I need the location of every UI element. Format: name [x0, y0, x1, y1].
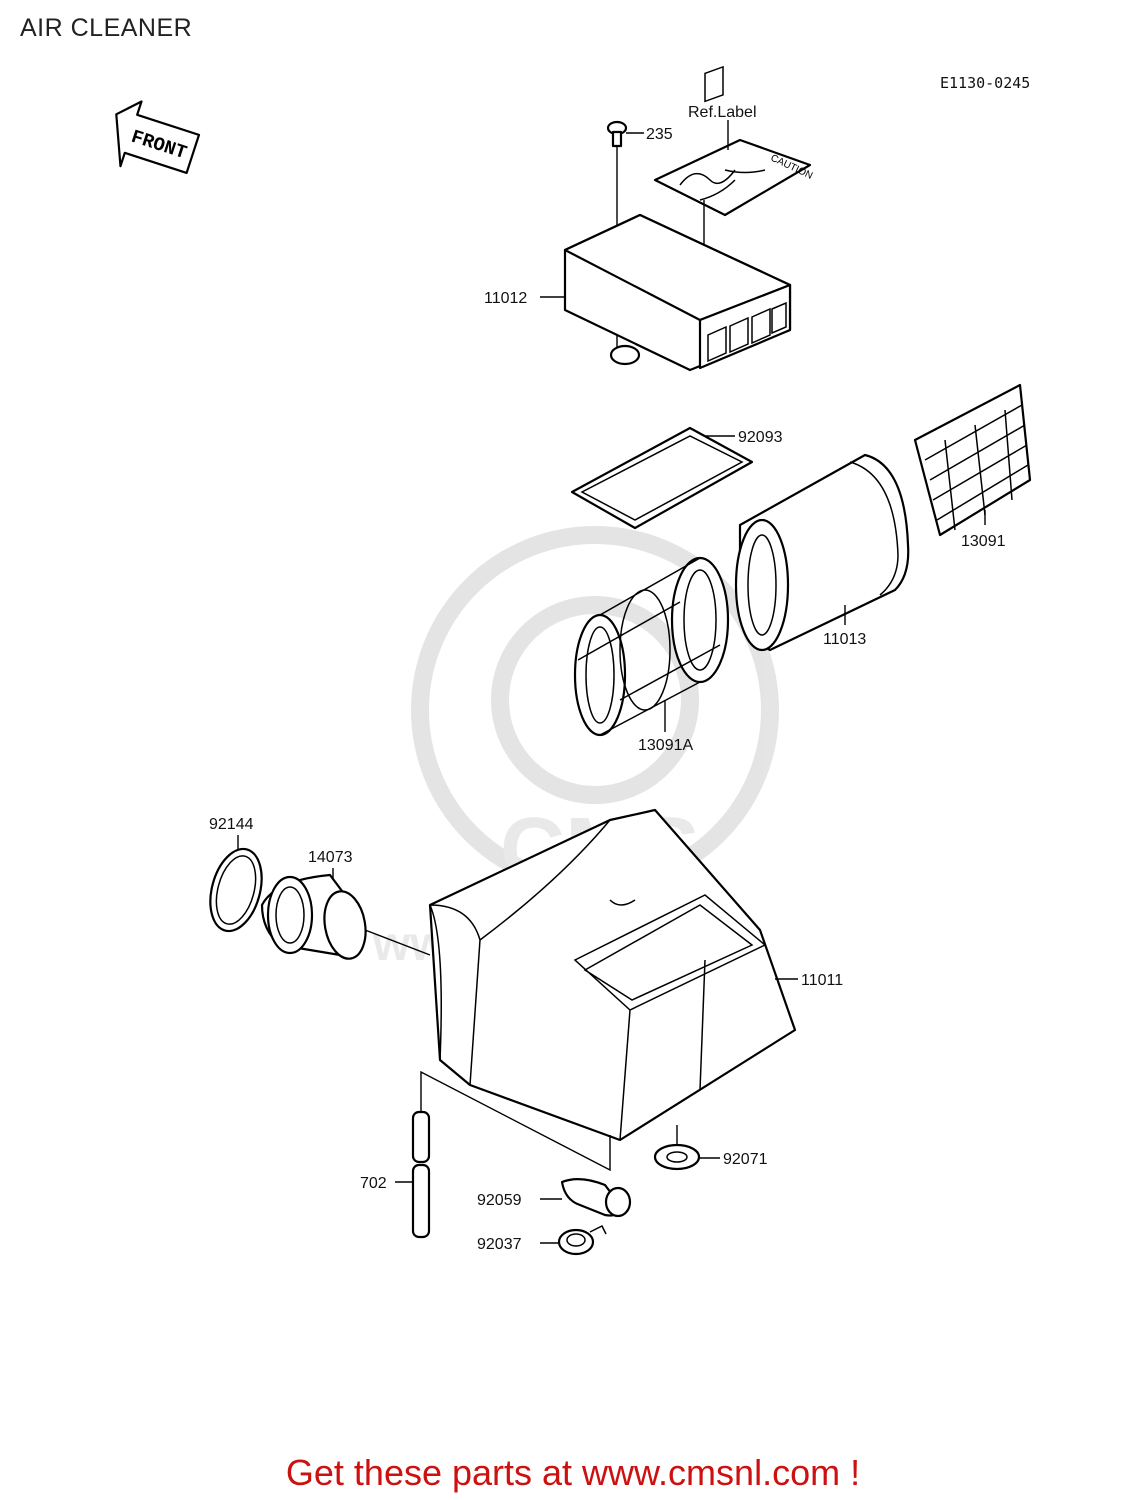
label-13091: 13091: [961, 533, 1006, 550]
ref-label-sticker: CAUTION: [653, 138, 814, 217]
intake-duct-14073: [260, 873, 367, 960]
clamp-92037: [557, 1224, 607, 1256]
drain-plug-92059: [560, 1178, 632, 1218]
gasket-92093: [570, 426, 754, 530]
label-92037: 92037: [477, 1236, 522, 1253]
diagram-title: AIR CLEANER: [20, 14, 193, 42]
label-92071: 92071: [723, 1151, 768, 1168]
label-11011: 11011: [801, 972, 843, 989]
filter-element-11013: [734, 453, 910, 652]
label-92059: 92059: [477, 1192, 522, 1209]
leader-lines: [237, 120, 986, 1244]
grommet-92071: [653, 1125, 701, 1171]
label-13091A: 13091A: [638, 737, 693, 754]
label-92144: 92144: [209, 816, 254, 833]
diagram-code: E1130-0245: [940, 74, 1031, 92]
label-11013: 11013: [823, 631, 866, 648]
label-92093: 92093: [738, 429, 783, 446]
label-ref-label: Ref.Label: [688, 104, 757, 121]
part-labels: Ref.Label 235 11012 92093 13091 11013 13…: [209, 104, 1006, 1253]
label-14073: 14073: [308, 849, 353, 866]
footer-promo-text[interactable]: Get these parts at www.cmsnl.com !: [285, 1452, 861, 1493]
label-11012: 11012: [484, 290, 527, 307]
air-cleaner-cover-11012: [563, 65, 792, 372]
front-direction-arrow: FRONT: [115, 100, 201, 175]
drain-tube-702: [411, 1070, 611, 1239]
label-702: 702: [360, 1175, 387, 1192]
element-frame-13091: [913, 383, 1032, 537]
element-frame-13091A: [573, 556, 730, 737]
ring-92144: [209, 847, 263, 933]
air-cleaner-case-11011: [428, 808, 797, 1142]
label-235: 235: [646, 126, 673, 143]
